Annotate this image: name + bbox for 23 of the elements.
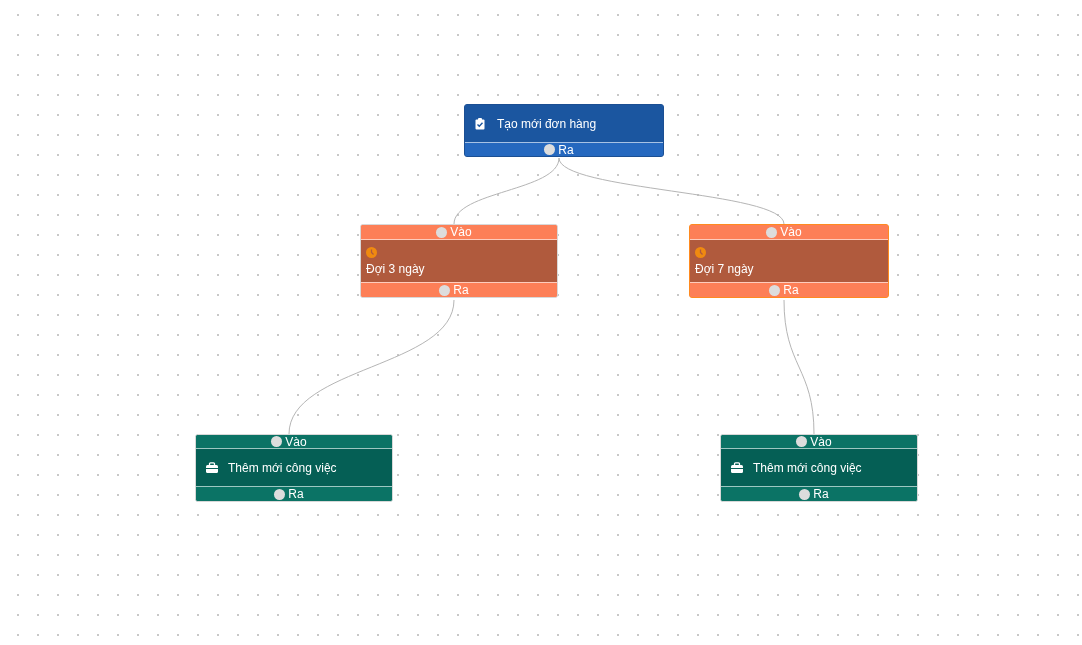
port-label: Ra [558,142,574,156]
port-label: Ra [288,487,304,501]
node-title: Đợi 3 ngày [366,261,426,276]
connector-line [558,157,785,225]
node-title: Thêm mới công việc [228,460,337,475]
trigger-node [464,104,664,157]
port-label: Vào [285,435,307,449]
connector-line [453,157,560,225]
wait-node [360,224,558,298]
node-title: Tạo mới đơn hàng [497,116,597,131]
connector-line [288,299,455,435]
task-node [720,434,918,502]
port-label: Vào [450,225,472,239]
port-label: Vào [780,225,802,239]
wait-node [689,224,889,298]
connector-line [783,299,815,435]
node-title: Thêm mới công việc [753,460,862,475]
port-label: Ra [453,283,469,297]
port-label: Ra [783,283,799,297]
port-label: Vào [810,435,832,449]
task-node [195,434,393,502]
node-title: Đợi 7 ngày [695,261,755,276]
port-label: Ra [813,487,829,501]
